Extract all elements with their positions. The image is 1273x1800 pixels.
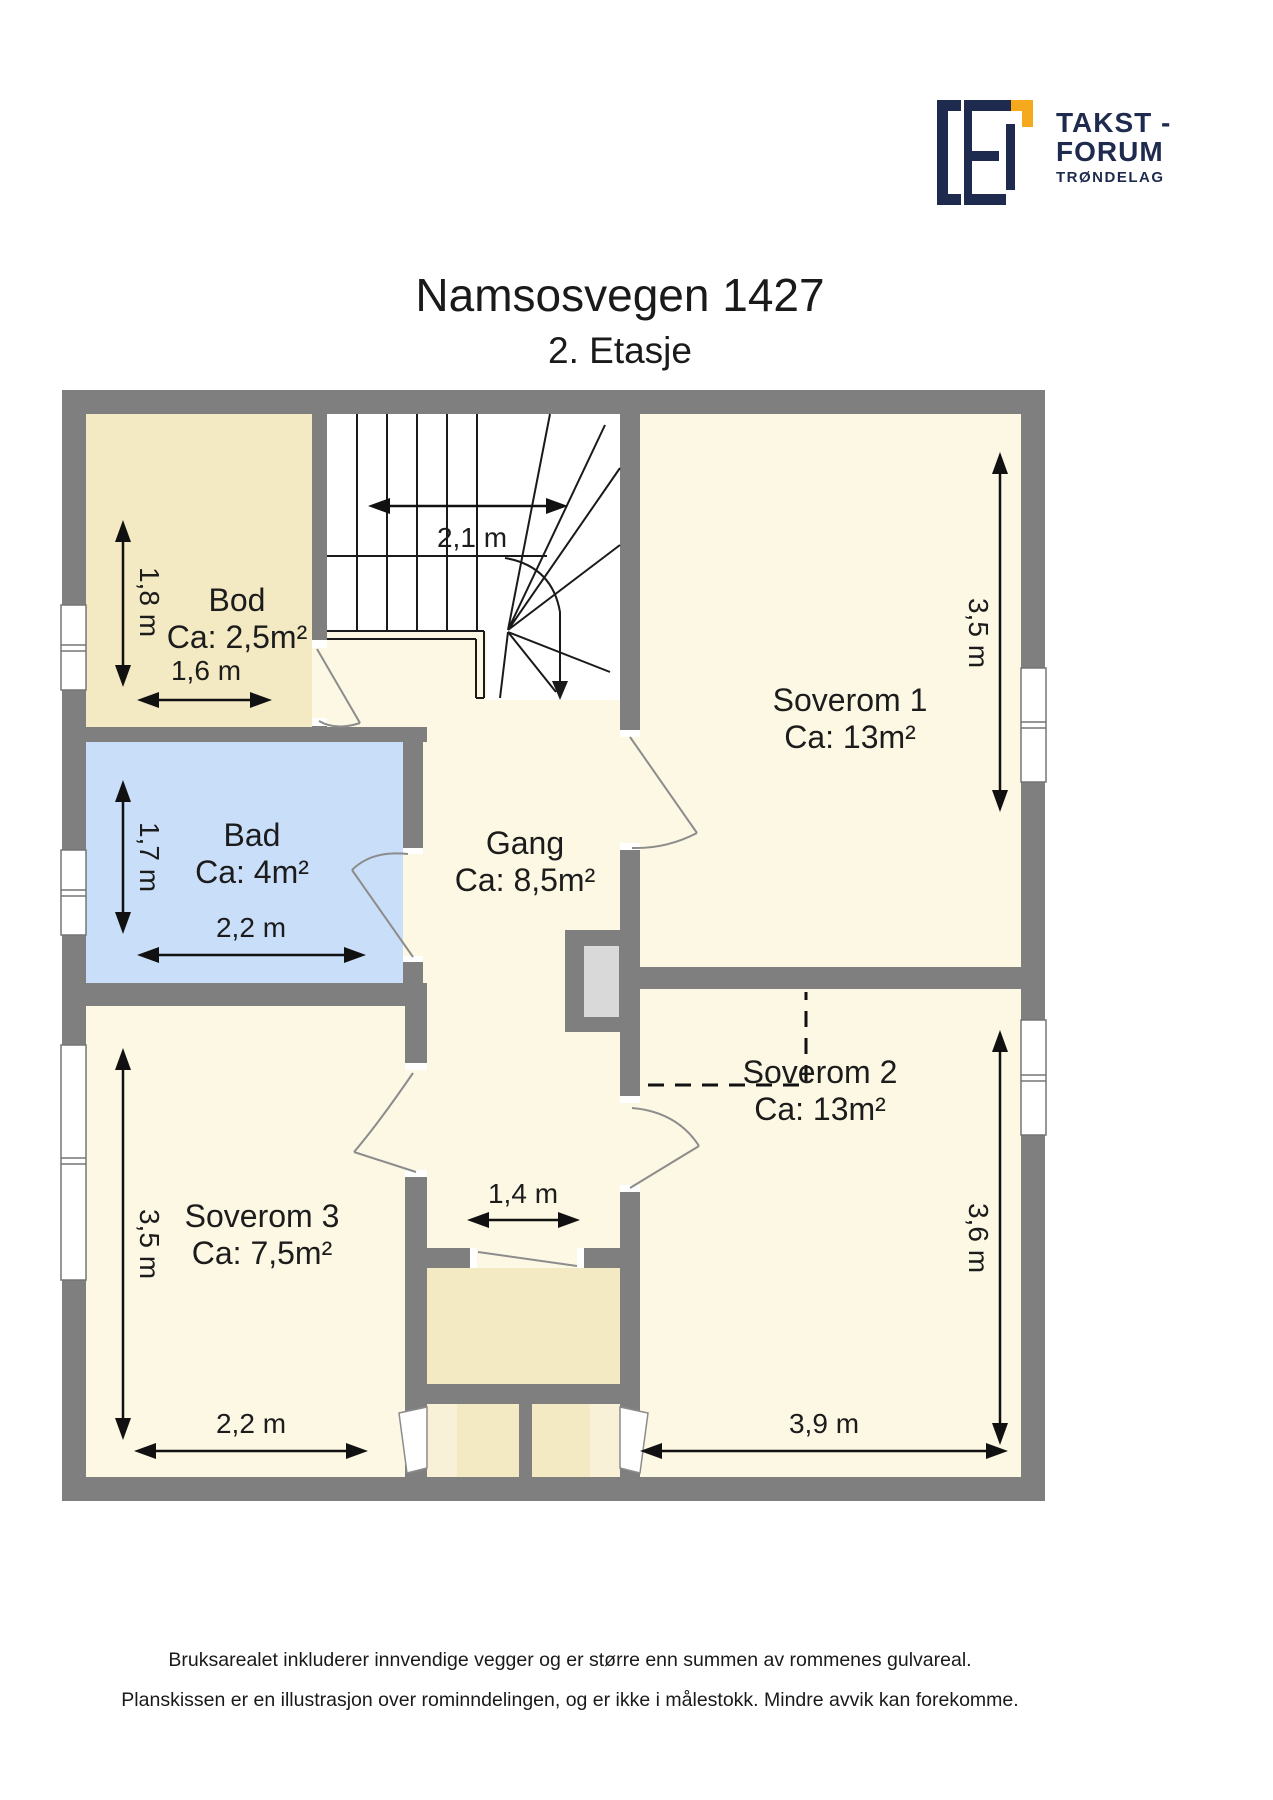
dimension-label-bad-width: 2,2 m <box>216 912 286 943</box>
dimension-soverom1-depth: 3,5 m <box>963 452 1008 812</box>
window-soverom3 <box>60 1044 87 1281</box>
room-bad <box>86 742 403 983</box>
stairs-area <box>327 414 620 632</box>
room-label-soverom3: Soverom 3 <box>185 1198 340 1234</box>
dimension-stairs-width: 2,1 m <box>368 498 568 553</box>
logo: TAKST - FORUM TRØNDELAG <box>937 100 1267 210</box>
door-soverom3 <box>353 1072 417 1173</box>
door-soverom2 <box>629 1107 700 1189</box>
walls <box>62 390 1045 1501</box>
stair-winders <box>499 413 621 699</box>
room-label-bod: Bod <box>209 582 266 618</box>
dimension-label-bad-height: 1,7 m <box>134 822 165 892</box>
dimension-bod-height: 1,8 m <box>115 520 165 687</box>
door-closet <box>477 1251 578 1267</box>
window-bod <box>60 604 87 691</box>
dimension-soverom3-width: 2,2 m <box>134 1408 368 1459</box>
window-soverom2 <box>1020 1019 1047 1136</box>
logo-text-line1: TAKST - <box>1056 107 1172 138</box>
logo-text-line2: FORUM <box>1056 136 1164 167</box>
room-label-gang: Gang <box>486 825 564 861</box>
room-label-soverom2: Soverom 2 <box>743 1054 898 1090</box>
room-area-soverom1: Ca: 13m² <box>784 719 916 755</box>
dimension-closet-opening: 1,4 m <box>467 1178 580 1228</box>
room-label-soverom1: Soverom 1 <box>773 682 928 718</box>
room-label-bad: Bad <box>224 817 281 853</box>
stair-railing <box>327 630 485 699</box>
wardrobe-right-door-strip <box>590 1404 620 1477</box>
disclaimer-line2: Planskissen er en illustrasjon over romi… <box>121 1689 1019 1711</box>
dimension-label-closet-opening: 1,4 m <box>488 1178 558 1209</box>
dimension-label-soverom3-width: 2,2 m <box>216 1408 286 1439</box>
dimension-bad-width: 2,2 m <box>137 912 366 963</box>
window-bad <box>60 849 87 936</box>
page-title: Namsosvegen 1427 <box>415 269 825 321</box>
room-fills <box>86 414 1021 1477</box>
dimension-bod-width: 1,6 m <box>137 655 272 708</box>
room-area-soverom3: Ca: 7,5m² <box>192 1235 333 1271</box>
page-subtitle: 2. Etasje <box>548 330 692 371</box>
wardrobe-right-door <box>619 1406 649 1474</box>
windows <box>60 604 1047 1281</box>
room-area-gang: Ca: 8,5m² <box>455 862 596 898</box>
stairs <box>327 413 621 699</box>
stair-treads <box>327 414 547 632</box>
sloped-ceiling-dashed-line <box>648 992 808 1087</box>
door-soverom1 <box>629 736 698 850</box>
dimension-label-soverom1-depth: 3,5 m <box>963 598 994 668</box>
disclaimer-line1: Bruksarealet inkluderer innvendige vegge… <box>168 1649 972 1671</box>
wardrobe-left-door <box>398 1406 428 1474</box>
dimension-soverom2-depth: 3,6 m <box>963 1030 1008 1445</box>
dimension-arrows: 1,8 m1,6 m 2,1 m 3,5 m 1,7 m 2,2 m 3,5 m 1,4 m… <box>115 452 1008 1459</box>
dimension-label-soverom2-depth: 3,6 m <box>963 1203 994 1273</box>
dimension-bad-height: 1,7 m <box>115 780 165 934</box>
dimension-label-soverom3-depth: 3,5 m <box>134 1209 165 1279</box>
disclaimer: Bruksarealet inkluderer innvendige vegge… <box>0 1640 1140 1720</box>
wardrobe-left-door-strip <box>427 1404 457 1477</box>
dimension-soverom3-depth: 3,5 m <box>115 1048 165 1440</box>
window-soverom1 <box>1020 667 1047 783</box>
door-bod <box>316 648 361 728</box>
takstforum-logo-icon <box>937 100 1033 205</box>
stair-direction-line <box>504 557 561 683</box>
closet-area <box>427 1268 620 1384</box>
dimension-label-bod-width: 1,6 m <box>171 655 241 686</box>
chimney-shaft <box>565 930 640 1032</box>
room-area-soverom2: Ca: 13m² <box>754 1091 886 1127</box>
room-area-bad: Ca: 4m² <box>195 854 309 890</box>
dimension-label-stairs-width: 2,1 m <box>437 522 507 553</box>
room-area-bod: Ca: 2,5m² <box>167 619 308 655</box>
dimension-label-soverom2-width: 3,9 m <box>789 1408 859 1439</box>
stair-down-arrow <box>552 681 568 700</box>
logo-text-line3: TRØNDELAG <box>1056 169 1165 186</box>
dimension-label-bod-height: 1,8 m <box>134 567 165 637</box>
doors <box>316 648 700 1474</box>
door-bad <box>351 852 414 958</box>
dimension-soverom2-width: 3,9 m <box>640 1408 1008 1459</box>
